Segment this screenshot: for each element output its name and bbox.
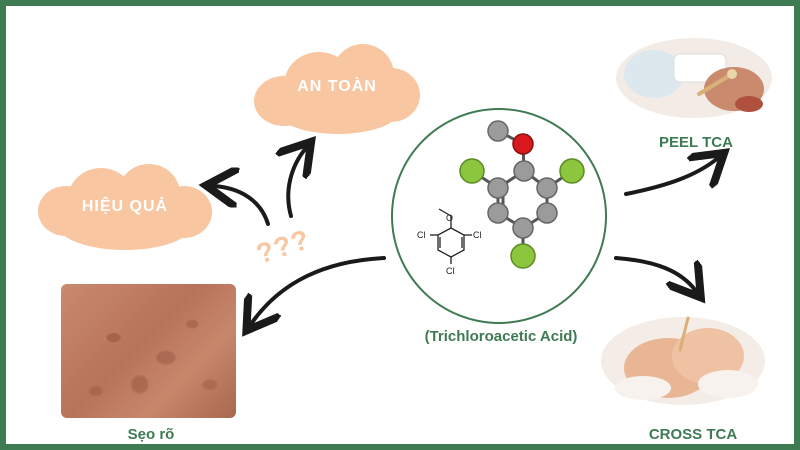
cloud-an-toan: AN TOÀN	[254, 38, 420, 136]
atom-carbon	[487, 177, 509, 199]
cloud-label-an-toan: AN TOÀN	[297, 78, 377, 95]
atom-chlorine-bottom	[510, 243, 536, 269]
caption-cross: CROSS TCA	[648, 426, 738, 443]
molecule-diagram: O Cl Cl Cl	[417, 120, 585, 276]
atom-carbon	[512, 217, 534, 239]
skeletal-cl-left: Cl	[417, 230, 426, 240]
atom-carbon	[513, 160, 535, 182]
caption-peel: PEEL TCA	[659, 134, 733, 151]
cloud-label-hieu-qua: HIỆU QUẢ	[81, 198, 169, 215]
cross-tca-photo	[598, 306, 768, 410]
atom-carbon	[536, 202, 558, 224]
atom-methyl-carbon	[487, 120, 509, 142]
svg-text:O: O	[446, 213, 453, 223]
skeletal-cl-bottom: Cl	[446, 266, 455, 276]
atom-carbon	[487, 202, 509, 224]
peel-tca-photo	[614, 34, 774, 118]
arrow-to-scar	[251, 256, 386, 324]
arrows-layer	[6, 6, 800, 450]
caption-scar: Sẹo rõ	[127, 426, 175, 443]
atom-carbon	[536, 177, 558, 199]
caption-acid: (Trichloroacetic Acid)	[424, 328, 578, 345]
skeletal-cl-right: Cl	[473, 230, 482, 240]
arrow-to-an-toan	[288, 148, 306, 218]
atom-chlorine-right	[559, 158, 585, 184]
cloud-hieu-qua: HIỆU QUẢ	[38, 164, 212, 252]
atom-oxygen	[512, 133, 534, 155]
arrow-to-cross	[614, 256, 696, 291]
atom-chlorine-left	[459, 158, 485, 184]
arrow-to-hieu-qua	[214, 186, 270, 226]
arrow-to-peel	[624, 158, 718, 196]
acne-scar-photo	[61, 284, 236, 418]
